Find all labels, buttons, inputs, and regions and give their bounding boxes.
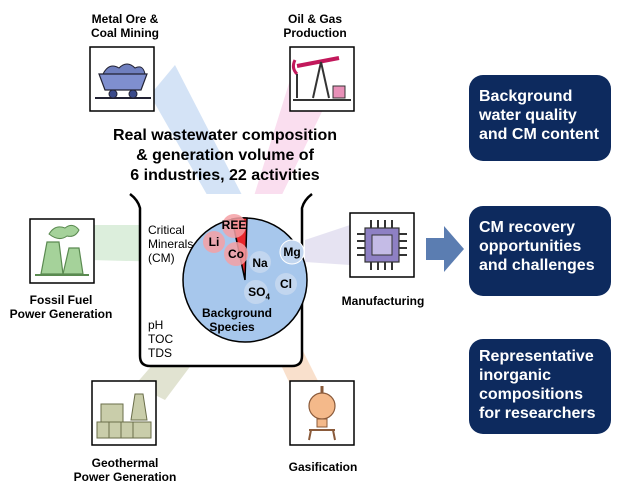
chip-icon xyxy=(349,212,415,278)
output-box-compositions: Representative inorganic compositions fo… xyxy=(469,339,611,434)
beam-oil-gas xyxy=(245,80,330,230)
na-bubble xyxy=(249,251,271,273)
output-box-water-quality: Background water quality and CM content xyxy=(469,75,611,161)
title-line-2: & generation volume of xyxy=(136,147,314,164)
label-oil-gas: Oil & Gas Production xyxy=(283,12,347,40)
label-gasification: Gasification xyxy=(288,460,358,474)
mine-cart-icon xyxy=(89,46,155,112)
label-manufacturing: Manufacturing xyxy=(341,294,425,308)
output-box-cm-recovery: CM recovery opportunities and challenges xyxy=(469,206,611,296)
geothermal-plant-icon xyxy=(91,380,157,446)
title: Real wastewater composition & generation… xyxy=(95,126,355,186)
ree-label: REE xyxy=(221,218,247,232)
label-metal-ore: Metal Ore & Coal Mining xyxy=(91,12,159,40)
na-label: Na xyxy=(252,256,268,270)
label-fossil: Fossil Fuel Power Generation xyxy=(9,293,113,321)
li-label: Li xyxy=(208,235,220,249)
cl-label: Cl xyxy=(280,277,292,291)
beam-metal-ore xyxy=(150,65,260,235)
params-label: pH TOC TDS xyxy=(148,318,174,360)
oil-pump-icon xyxy=(289,46,355,112)
beam-manufacturing xyxy=(305,225,350,265)
power-plant-icon xyxy=(29,218,95,284)
cl-bubble xyxy=(275,273,297,295)
label-geothermal: Geothermal Power Generation xyxy=(73,456,177,484)
background-species-label: Background Species xyxy=(202,306,273,334)
so4-label: SO4 xyxy=(248,285,270,302)
co-label: Co xyxy=(228,247,244,261)
ree-bubble xyxy=(222,214,246,238)
critical-minerals-label: Critical Minerals (CM) xyxy=(148,223,194,265)
title-line-3: 6 industries, 22 activities xyxy=(130,167,320,184)
beaker-diagram xyxy=(129,193,313,368)
mg-bubble xyxy=(279,239,305,265)
so4-bubble xyxy=(244,280,268,304)
co-bubble xyxy=(224,242,248,266)
title-line-1: Real wastewater composition xyxy=(112,127,338,144)
gasifier-icon xyxy=(289,380,355,446)
mg-label: Mg xyxy=(283,245,301,259)
li-bubble xyxy=(203,231,225,253)
arrow-right-icon xyxy=(426,226,464,272)
